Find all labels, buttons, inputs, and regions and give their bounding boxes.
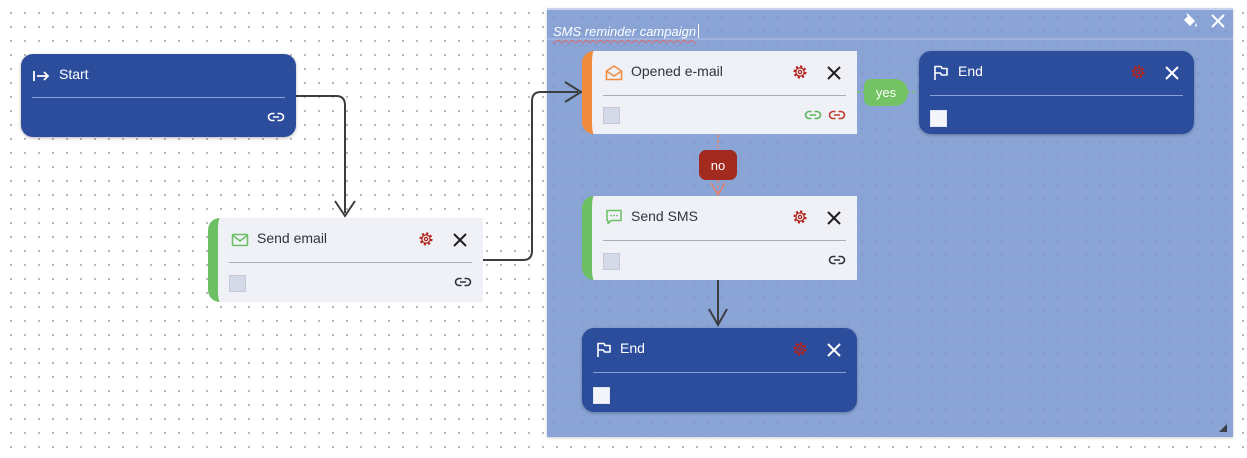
envelope-icon [231, 233, 249, 247]
start-node[interactable]: Start [21, 54, 296, 137]
node-title: Start [59, 66, 89, 82]
send-sms-node-header: Send SMS [592, 196, 857, 240]
no-branch-label[interactable]: no [699, 150, 737, 180]
start-arrow-icon [33, 71, 50, 81]
chat-bubble-icon [606, 209, 622, 225]
settings-gear-icon[interactable] [791, 63, 809, 81]
node-divider [32, 97, 285, 98]
flag-icon [597, 342, 611, 357]
link-no-icon[interactable] [828, 106, 846, 124]
opened-email-node-header: Opened e-mail [592, 51, 857, 95]
end-node-yes[interactable]: End [919, 51, 1194, 134]
link-icon[interactable] [454, 273, 472, 291]
node-title: Send SMS [631, 208, 698, 224]
node-title: Send email [257, 230, 328, 246]
close-icon[interactable] [825, 64, 843, 82]
resize-handle-icon[interactable] [1219, 424, 1227, 432]
node-divider [603, 240, 846, 241]
node-checkbox[interactable] [229, 275, 246, 292]
link-yes-icon[interactable] [804, 106, 822, 124]
node-title: End [620, 340, 645, 356]
close-icon[interactable] [825, 341, 843, 359]
connector-arrowhead [334, 200, 356, 218]
link-icon[interactable] [267, 108, 285, 126]
node-checkbox[interactable] [603, 107, 620, 124]
yes-label-text: yes [875, 85, 897, 100]
close-icon[interactable] [825, 209, 843, 227]
send-email-node-header: Send email [218, 218, 483, 262]
start-node-header: Start [21, 54, 296, 98]
node-divider [930, 95, 1183, 96]
opened-email-node[interactable]: Opened e-mail [582, 51, 857, 134]
group-title[interactable]: SMS reminder campaign [553, 24, 699, 39]
group-header-divider [547, 38, 1233, 40]
flag-icon [934, 65, 948, 80]
node-checkbox[interactable] [593, 387, 610, 404]
open-envelope-icon [605, 65, 623, 81]
paint-bucket-icon[interactable] [1181, 12, 1199, 30]
node-divider [603, 95, 846, 96]
end-node-header: End [919, 51, 1194, 95]
node-title: End [958, 63, 983, 79]
node-divider [229, 262, 472, 263]
send-sms-node[interactable]: Send SMS [582, 196, 857, 280]
send-email-node[interactable]: Send email [208, 218, 483, 302]
settings-gear-icon[interactable] [417, 230, 435, 248]
close-icon[interactable] [451, 231, 469, 249]
link-icon[interactable] [828, 251, 846, 269]
no-label-text: no [710, 157, 726, 173]
close-icon[interactable] [1209, 12, 1227, 30]
node-checkbox[interactable] [603, 253, 620, 270]
settings-gear-icon[interactable] [791, 340, 809, 358]
close-icon[interactable] [1163, 64, 1181, 82]
node-title: Opened e-mail [631, 63, 723, 79]
yes-branch-label[interactable]: yes [864, 79, 908, 106]
node-checkbox[interactable] [930, 110, 947, 127]
settings-gear-icon[interactable] [1129, 63, 1147, 81]
end-node-header: End [582, 328, 857, 372]
connector-start-to-send-email [296, 95, 346, 213]
settings-gear-icon[interactable] [791, 208, 809, 226]
node-divider [593, 372, 846, 373]
end-node-sms[interactable]: End [582, 328, 857, 412]
